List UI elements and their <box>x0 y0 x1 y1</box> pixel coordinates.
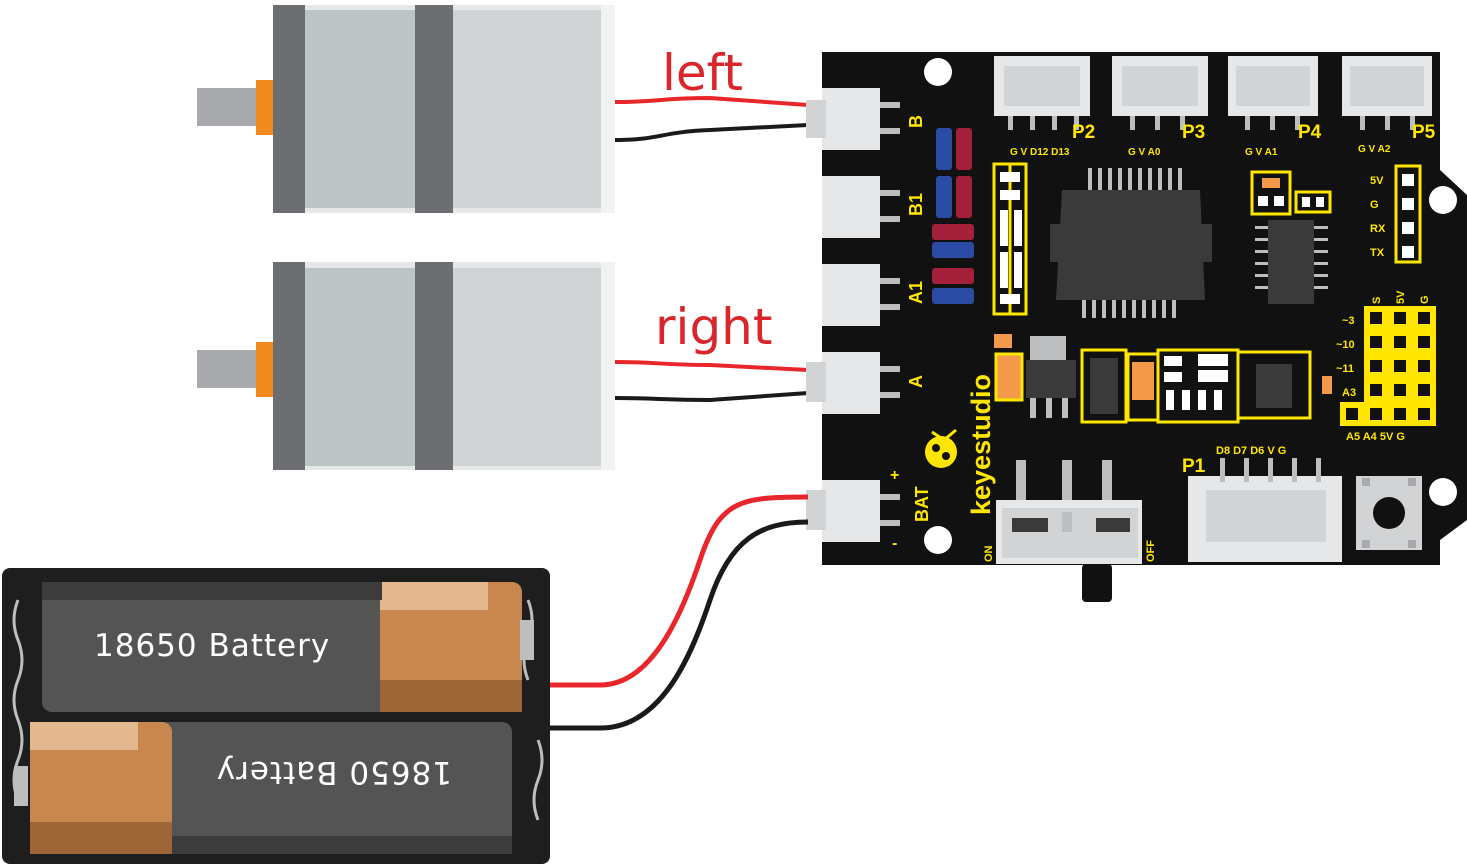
serial-pin-5v: 5V <box>1370 175 1384 187</box>
header-p1-pins: D8 D7 D6 V G <box>1216 445 1286 457</box>
port-label-a1: A1 <box>906 281 926 304</box>
switch-label-on: ON <box>983 545 995 562</box>
left-motor-wires <box>615 98 808 140</box>
switch-label-off: OFF <box>1145 540 1157 562</box>
grid-left-10: ~10 <box>1336 339 1355 351</box>
header-p3-name: P3 <box>1182 122 1205 143</box>
header-p2-pins: G V D12 D13 <box>1010 147 1070 158</box>
left-motor <box>197 5 615 213</box>
battery-holder: 18650 Battery 18650 Battery <box>2 568 550 864</box>
mount-hole <box>924 526 952 554</box>
minus-sign: - <box>892 535 897 552</box>
mount-hole <box>1429 186 1457 214</box>
grid-top-5v: 5V <box>1395 290 1407 304</box>
right-motor <box>197 262 615 470</box>
right-label: right <box>655 298 772 356</box>
header-p2-name: P2 <box>1072 122 1095 143</box>
grid-left-a3: A3 <box>1342 387 1356 399</box>
mount-hole <box>1429 478 1457 506</box>
header-p5-pins: G V A2 <box>1358 144 1391 155</box>
header-p1-name: P1 <box>1182 456 1206 477</box>
serial-pin-tx: TX <box>1370 247 1385 259</box>
serial-pin-rx: RX <box>1370 223 1386 235</box>
port-label-b1: B1 <box>906 193 926 216</box>
grid-left-11: ~11 <box>1336 363 1354 375</box>
serial-pin-g: G <box>1370 199 1379 211</box>
port-label-b: B <box>906 115 926 128</box>
right-motor-wires <box>615 362 808 400</box>
battery-bottom-label: 18650 Battery <box>216 754 452 790</box>
driver-chip <box>1050 168 1212 318</box>
brand-name: keyestudio <box>966 374 996 515</box>
grid-bottom-labels: A5 A4 5V G <box>1346 431 1405 443</box>
plus-sign: + <box>890 467 899 484</box>
header-p3-pins: G V A0 <box>1128 147 1161 158</box>
reset-button <box>1356 476 1422 550</box>
motor-driver-board: B B1 A1 A BAT + - P2 P3 P4 P <box>806 52 1467 602</box>
header-p4-name: P4 <box>1298 122 1322 143</box>
header-p5-name: P5 <box>1412 122 1436 143</box>
mount-hole <box>924 58 952 86</box>
left-label: left <box>662 44 743 102</box>
port-label-a: A <box>906 375 926 388</box>
header-p4-pins: G V A1 <box>1245 147 1278 158</box>
grid-top-g: G <box>1419 295 1431 304</box>
port-label-bat: BAT <box>912 486 932 522</box>
battery-wires <box>548 497 808 728</box>
battery-top-label: 18650 Battery <box>94 628 330 664</box>
grid-left-3: ~3 <box>1342 315 1355 327</box>
grid-top-s: S <box>1371 297 1383 304</box>
